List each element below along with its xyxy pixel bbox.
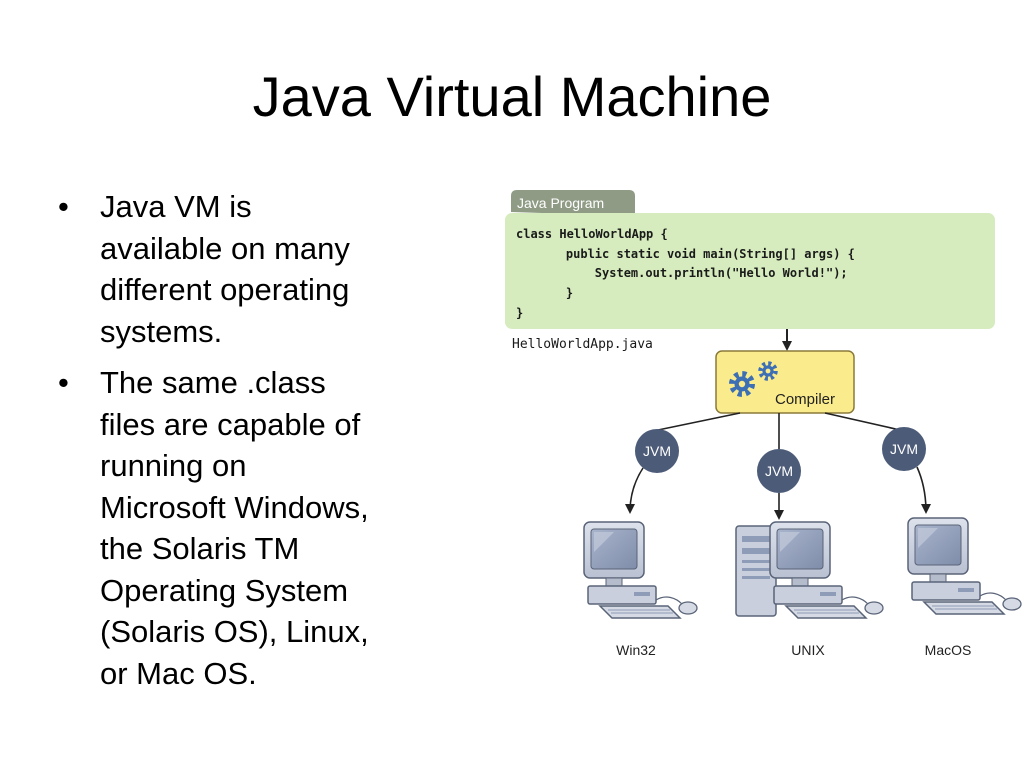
jvm-label: JVM [765,463,793,479]
code-line: } [537,286,573,300]
compiler-label: Compiler [775,391,835,408]
program-tab [511,190,635,216]
code-line: System.out.println("Hello World!"); [537,266,848,280]
jvm-label: JVM [890,441,918,457]
bullet-marker: • [58,189,69,224]
bullet-marker: • [58,365,69,400]
bullet-line: Java VM is [100,189,252,224]
platform-label-win32: Win32 [616,642,656,658]
bullet-line: or Mac OS. [100,655,257,691]
platform-label-macos: MacOS [925,642,972,658]
bullet-line: The same .class [100,365,326,400]
bullet-line: the Solaris TM [100,531,300,566]
bullet-item-class-portability: • The same .class files are capable of r… [58,362,468,694]
bullet-line: Microsoft Windows, [100,489,369,525]
connector-win32 [657,412,741,431]
bullet-item-jvm-availability: • Java VM is available on many different… [58,186,468,352]
bullet-line: Operating System [100,572,349,608]
code-line: public static void main(String[] args) { [537,247,855,261]
bullet-list: • Java VM is available on many different… [58,186,468,704]
code-box [505,213,995,329]
jvm-label: JVM [643,443,671,459]
bullet-line: running on [100,448,247,483]
win32-computer [583,521,698,619]
arrow-to-macos [916,466,931,514]
source-filename: HelloWorldApp.java [512,337,653,352]
bullet-line: available on many [100,230,350,266]
code-line: } [516,306,523,320]
unix-computer [735,521,884,619]
jvm-node-win32: JVM [635,429,679,473]
bullet-line: different operating [100,272,350,307]
connector-macos [824,412,901,431]
slide-title: Java Virtual Machine [252,65,772,128]
bullet-line: systems. [100,313,223,349]
compiler-box: Compiler [715,350,855,414]
jvm-node-macos: JVM [882,427,926,471]
macos-computer [907,517,1022,615]
program-tab-label: Java Program [517,195,604,211]
arrow-to-win32 [625,467,644,514]
java-program-box: Java Program class HelloWorldApp { publi… [505,190,995,329]
bullet-line: (Solaris OS), Linux, [100,614,369,649]
platform-label-unix: UNIX [791,642,825,658]
code-line: class HelloWorldApp { [516,227,668,241]
bullet-line: files are capable of [100,406,361,442]
jvm-node-unix: JVM [757,449,801,493]
